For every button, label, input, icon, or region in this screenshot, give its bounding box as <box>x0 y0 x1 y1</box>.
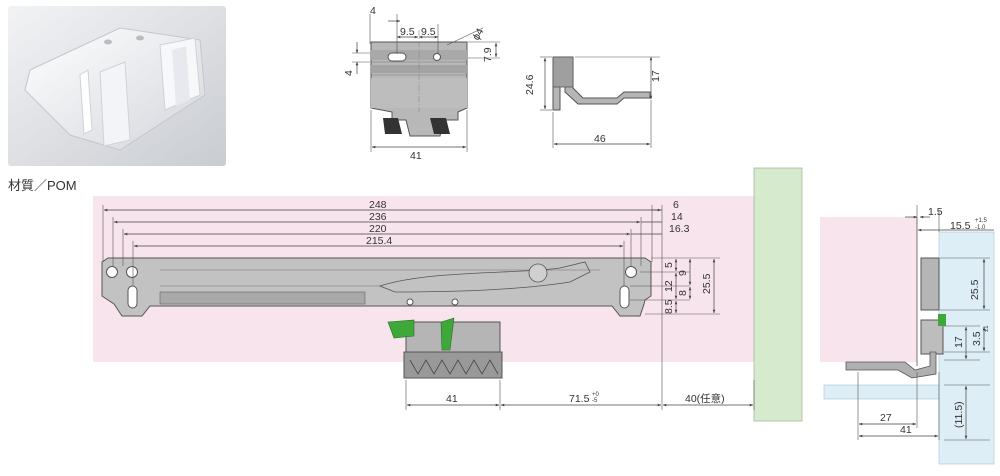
dim-main-v12: 12 <box>663 280 675 292</box>
dim-top-spacing1: 9.5 <box>400 26 415 38</box>
top-view <box>352 14 500 152</box>
dim-main-off16-3: 16.3 <box>669 223 690 235</box>
dim-side-24-6: 24.6 <box>524 74 536 95</box>
dim-right-41: 41 <box>900 424 912 436</box>
right-view <box>820 205 995 465</box>
dim-main-v8-5: 8.5 <box>663 299 675 314</box>
dim-main-b71-5: 71.5 <box>569 393 590 405</box>
dim-right-3-5: 3.5 <box>971 331 983 346</box>
dim-top-offset4: 4 <box>370 5 376 17</box>
dim-main-b71-5-tol-dn: -5 <box>592 398 598 404</box>
dim-side-17: 17 <box>650 70 662 82</box>
dim-right-27: 27 <box>880 412 892 424</box>
product-photo <box>8 6 226 166</box>
dim-right-15-5-tol-up: +1.5 <box>975 218 988 224</box>
dim-main-248: 248 <box>369 199 387 211</box>
right-door-panel <box>938 231 995 465</box>
door-panel <box>753 167 803 422</box>
dim-main-off6: 6 <box>673 199 679 211</box>
dim-main-v8: 8 <box>677 290 689 296</box>
material-label: 材質／POM <box>8 178 77 193</box>
dim-top-spacing2: 9.5 <box>421 26 436 38</box>
dim-main-220: 220 <box>369 223 387 235</box>
dim-top-hole: ϕ4 <box>470 26 486 42</box>
dim-top-width41: 41 <box>410 150 422 162</box>
dim-right-15-5-tol-dn: -1.0 <box>975 225 986 231</box>
dim-right-1-5: 1.5 <box>928 206 943 218</box>
dim-right-17: 17 <box>953 336 965 348</box>
side-view <box>540 56 660 148</box>
dim-top-offset4-left: 4 <box>343 70 355 76</box>
dim-side-46: 46 <box>594 133 606 145</box>
dim-main-236: 236 <box>369 211 387 223</box>
right-drawer-panel <box>823 384 947 400</box>
right-cabinet-area <box>820 217 917 362</box>
dim-right-15-5: 15.5 <box>950 220 971 232</box>
dim-right-3-5-tol: ±1 <box>984 325 990 332</box>
main-view <box>93 167 803 422</box>
dim-right-11-5: (11.5) <box>953 401 965 428</box>
dim-main-215-4: 215.4 <box>366 235 392 247</box>
dim-main-v25-5: 25.5 <box>701 273 713 294</box>
dim-main-b41: 41 <box>446 393 458 405</box>
dim-main-b40: 40(任意) <box>685 392 725 405</box>
dim-main-v5: 5 <box>663 262 675 268</box>
dim-top-7-9: 7.9 <box>482 47 494 62</box>
dim-main-off14: 14 <box>671 211 683 223</box>
dim-right-25-5: 25.5 <box>969 279 981 300</box>
dim-main-b71-5-tol-up: +0 <box>592 392 600 398</box>
dim-main-v9: 9 <box>677 270 689 276</box>
